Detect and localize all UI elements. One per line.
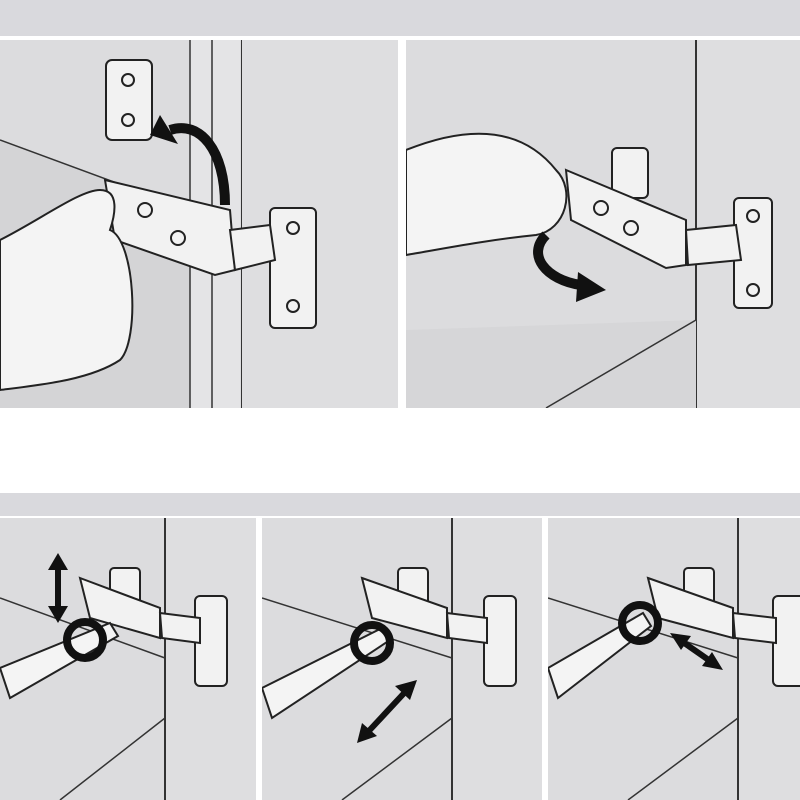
step-2-panel: [406, 40, 800, 408]
hinge-depth-adjust-icon: [262, 518, 542, 800]
top-header-strip: [0, 0, 800, 36]
hinge-clip-on-icon: [0, 40, 398, 408]
hinge-side-adjust-icon: [548, 518, 800, 800]
step-3-panel: [0, 518, 256, 800]
hinge-release-icon: [406, 40, 800, 408]
step-4-panel: [262, 518, 542, 800]
middle-header-strip: [0, 493, 800, 516]
step-1-panel: [0, 40, 398, 408]
step-5-panel: [548, 518, 800, 800]
hinge-vertical-adjust-icon: [0, 518, 256, 800]
